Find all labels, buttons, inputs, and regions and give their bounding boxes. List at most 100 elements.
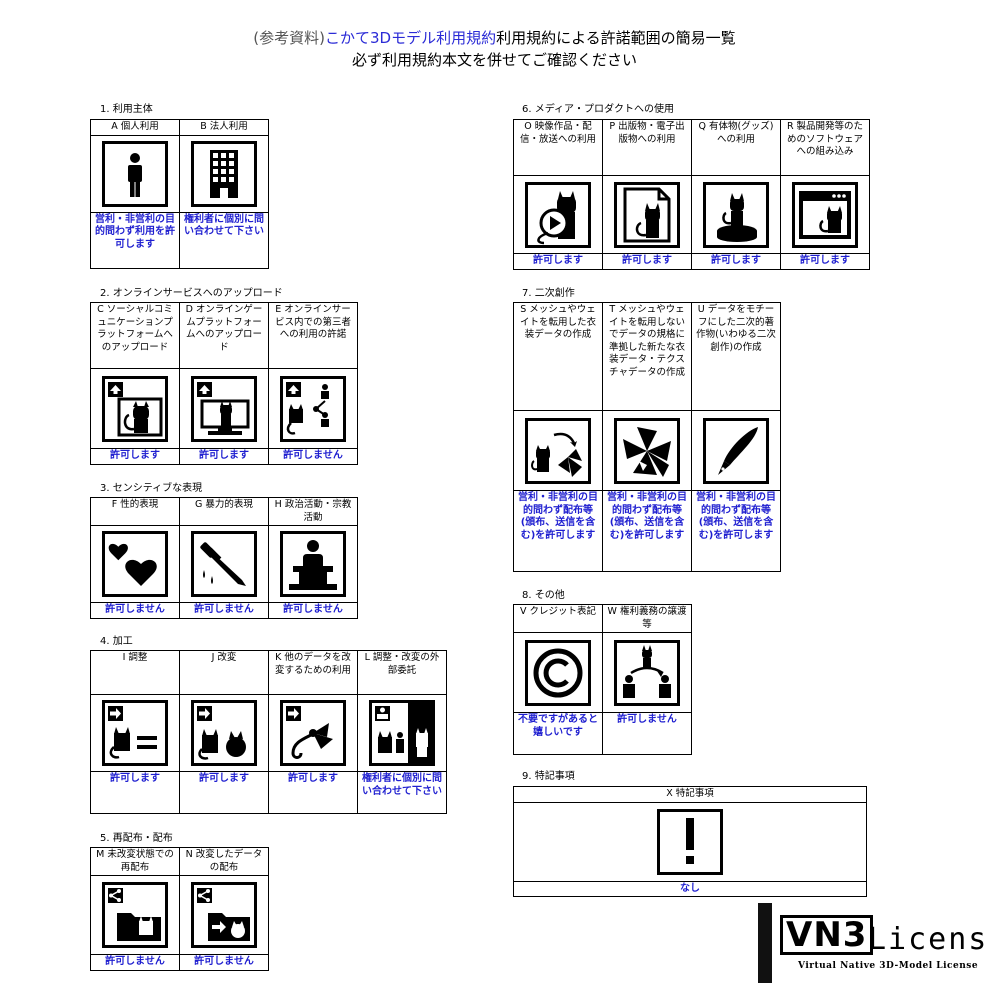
header-q: Q 有体物(グッズ)への利用	[691, 119, 781, 176]
share-unmodified-icon	[102, 882, 168, 948]
header-a: A 個人利用	[90, 119, 180, 136]
header-w: W 権利義務の譲渡等	[602, 604, 692, 633]
upload-game-icon	[191, 375, 257, 442]
section-table-5: M 未改変状態での再配布 N 改変したデータの配布 許可しません 許可しません	[90, 847, 269, 971]
header-r: R 製品開発等のためのソフトウェアへの組み込み	[780, 119, 870, 176]
header-j: J 改変	[179, 650, 269, 695]
exclamation-icon	[657, 808, 723, 875]
header-h: H 政治活動・宗教活動	[268, 497, 358, 526]
license-name: こかて3Dモデル利用規約	[325, 29, 497, 47]
section-table-1: A 個人利用 B 法人利用 営利・非営利の目的問わず利用を許可します 権利者に個…	[90, 119, 269, 269]
header-u: U データをモチーフにした二次的著作物(いわゆる二次創作)の作成	[691, 302, 781, 411]
header-m: M 未改変状態での再配布	[90, 847, 180, 876]
adjust-icon	[102, 700, 168, 766]
header-o: O 映像作品・配信・放送への利用	[513, 119, 603, 176]
section-label-3: 3. センシティブな表現	[100, 483, 203, 494]
outsource-icon	[369, 700, 435, 766]
status-r: 許可します	[780, 253, 870, 270]
logo-subtitle: Virtual Native 3D-Model License	[798, 961, 979, 971]
page-title: (参考資料)こかて3Dモデル利用規約利用規約による許諾範囲の簡易一覧	[0, 28, 989, 48]
section-label-6: 6. メディア・プロダクトへの使用	[522, 104, 675, 115]
status-l: 権利者に個別に問い合わせて下さい	[357, 771, 447, 814]
status-p: 許可します	[602, 253, 692, 270]
header-i: I 調整	[90, 650, 180, 695]
share-modified-icon	[191, 882, 257, 948]
modify-other-data-icon	[280, 700, 346, 766]
section-label-2: 2. オンラインサービスへのアップロード	[100, 288, 283, 299]
copyright-icon	[525, 639, 591, 706]
vn3-license-logo: VN3 License Virtual Native 3D-Model Lice…	[758, 903, 989, 983]
section-table-6: O 映像作品・配信・放送への利用 P 出版物・電子出版物への利用 Q 有体物(グ…	[513, 119, 870, 270]
header-v: V クレジット表記	[513, 604, 603, 633]
upload-social-icon	[102, 375, 168, 442]
section-label-1: 1. 利用主体	[100, 104, 153, 115]
header-d: D オンラインゲームプラットフォームへのアップロード	[179, 302, 269, 369]
status-b: 権利者に個別に問い合わせて下さい	[179, 211, 269, 269]
header-p: P 出版物・電子出版物への利用	[602, 119, 692, 176]
status-v: 不要ですがあると嬉しいです	[513, 712, 603, 755]
modify-icon	[191, 700, 257, 766]
header-k: K 他のデータを改変するための利用	[268, 650, 358, 695]
status-n: 許可しません	[179, 954, 269, 971]
status-s: 営利・非営利の目的問わず配布等(頒布、送信を含む)を許可します	[513, 490, 603, 572]
status-t: 営利・非営利の目的問わず配布等(頒布、送信を含む)を許可します	[602, 490, 692, 572]
section-table-2: C ソーシャルコミュニケーションプラットフォームへのアップロード D オンライン…	[90, 302, 358, 465]
status-g: 許可しません	[179, 602, 269, 619]
status-f: 許可しません	[90, 602, 180, 619]
status-c: 許可します	[90, 448, 180, 465]
status-e: 許可しません	[268, 448, 358, 465]
status-w: 許可しません	[602, 712, 692, 755]
knife-icon	[191, 531, 257, 597]
section-label-8: 8. その他	[522, 590, 565, 601]
status-u: 営利・非営利の目的問わず配布等(頒布、送信を含む)を許可します	[691, 490, 781, 572]
status-i: 許可します	[90, 771, 180, 814]
podium-icon	[280, 531, 346, 597]
logo-bar	[758, 903, 772, 983]
title-paren: (参考資料)	[253, 29, 326, 47]
status-x: なし	[513, 880, 867, 897]
transfer-icon	[614, 639, 680, 706]
section-table-7: S メッシュやウェイトを転用した衣装データの作成 T メッシュやウェイトを転用し…	[513, 302, 781, 572]
new-clothing-icon	[614, 417, 680, 484]
section-table-9: X 特記事項 なし	[513, 786, 867, 897]
logo-vn3-text: VN3	[780, 915, 874, 955]
header-x: X 特記事項	[513, 786, 867, 803]
section-table-4: I 調整 J 改変 K 他のデータを改変するための利用 L 調整・改変の外部委託…	[90, 650, 447, 814]
status-o: 許可します	[513, 253, 603, 270]
section-table-8: V クレジット表記 W 権利義務の譲渡等 不要ですがあると嬉しいです 許可しませ…	[513, 604, 692, 755]
section-table-3: F 性的表現 G 暴力的表現 H 政治活動・宗教活動 許可しません 許可しません…	[90, 497, 358, 619]
section-label-4: 4. 加工	[100, 636, 133, 647]
status-j: 許可します	[179, 771, 269, 814]
person-icon	[102, 140, 168, 207]
video-icon	[525, 181, 591, 248]
publication-icon	[614, 181, 680, 248]
logo-license-text: License	[868, 922, 989, 957]
header-l: L 調整・改変の外部委託	[357, 650, 447, 695]
header-e: E オンラインサービス内での第三者への利用の許諾	[268, 302, 358, 369]
header-t: T メッシュやウェイトを転用しないでデータの規格に準拠した新たな衣装データ・テク…	[602, 302, 692, 411]
status-m: 許可しません	[90, 954, 180, 971]
software-icon	[792, 181, 858, 248]
clothing-mesh-icon	[525, 417, 591, 484]
goods-icon	[703, 181, 769, 248]
header-n: N 改変したデータの配布	[179, 847, 269, 876]
section-label-7: 7. 二次創作	[522, 288, 575, 299]
derivative-work-icon	[703, 417, 769, 484]
building-icon	[191, 140, 257, 207]
status-h: 許可しません	[268, 602, 358, 619]
hearts-icon	[102, 531, 168, 597]
status-q: 許可します	[691, 253, 781, 270]
section-label-9: 9. 特記事項	[522, 771, 575, 782]
header-s: S メッシュやウェイトを転用した衣装データの作成	[513, 302, 603, 411]
header-g: G 暴力的表現	[179, 497, 269, 526]
header-b: B 法人利用	[179, 119, 269, 136]
page-subtitle: 必ず利用規約本文を併せてご確認ください	[351, 51, 637, 69]
header-c: C ソーシャルコミュニケーションプラットフォームへのアップロード	[90, 302, 180, 369]
status-a: 営利・非営利の目的問わず利用を許可します	[90, 211, 180, 269]
status-k: 許可します	[268, 771, 358, 814]
status-d: 許可します	[179, 448, 269, 465]
section-label-5: 5. 再配布・配布	[100, 833, 173, 844]
title-rest: 利用規約による許諾範囲の簡易一覧	[496, 29, 736, 47]
sublicense-icon	[280, 375, 346, 442]
header-f: F 性的表現	[90, 497, 180, 526]
